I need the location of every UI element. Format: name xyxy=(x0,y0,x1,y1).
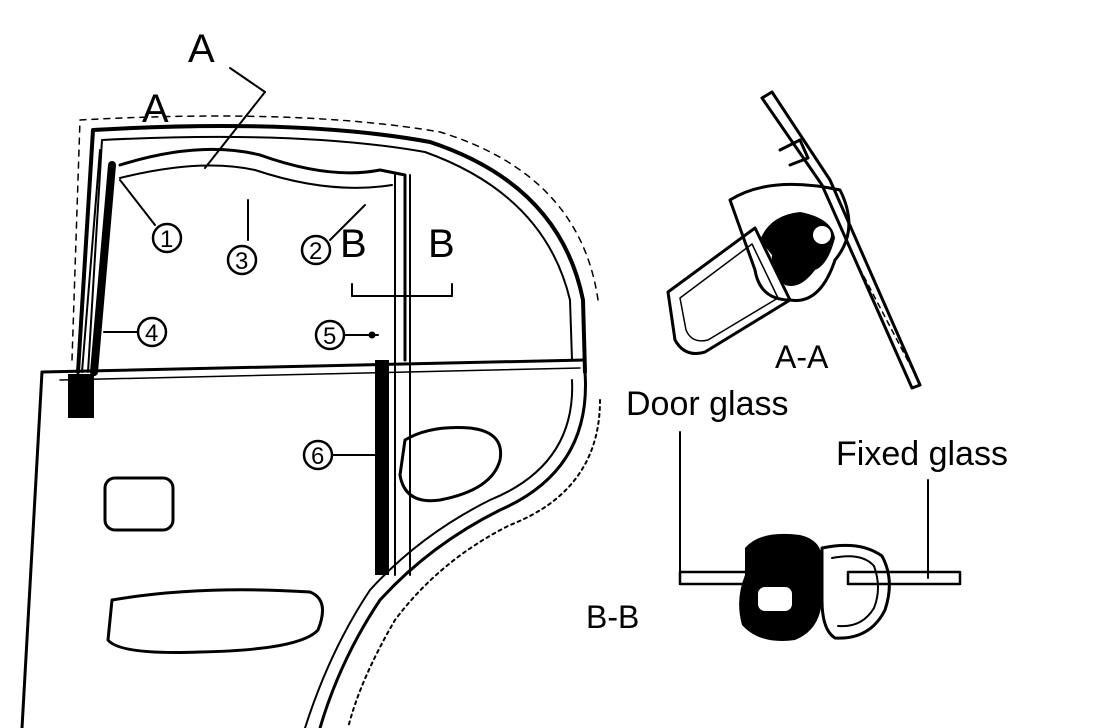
label-b-right: B xyxy=(428,222,455,266)
callout-3-number: 3 xyxy=(235,248,248,275)
callout-6: 6 xyxy=(302,439,376,471)
left-weatherstrip-edge xyxy=(81,149,101,373)
bb-door-glass-seal-hollow xyxy=(756,585,794,613)
belt-clip xyxy=(68,374,94,418)
door-lower-body xyxy=(20,370,44,728)
aa-glass-run-hollow xyxy=(811,224,833,246)
section-bb-view xyxy=(678,431,962,641)
wheel-arch xyxy=(347,399,601,728)
door-frame-inner-line xyxy=(87,135,573,373)
window-glass-outline xyxy=(118,147,407,362)
label-section-aa: A-A xyxy=(775,339,829,375)
label-section-bb: B-B xyxy=(586,599,639,635)
bb-fixed-glass-seal xyxy=(820,543,891,640)
aa-dashed-edge xyxy=(849,249,919,381)
body-dashed-outline xyxy=(71,115,599,361)
belt-line-inner xyxy=(59,367,581,381)
trim-opening-upper xyxy=(103,476,175,532)
callout-5-number: 5 xyxy=(323,323,336,350)
label-a-left: A xyxy=(142,87,169,131)
section-a-cut-marker xyxy=(204,67,266,169)
section-b-cut-marker xyxy=(351,283,453,297)
door-lower-rear-edge-inner xyxy=(304,379,574,728)
trim-opening-lower xyxy=(106,588,324,654)
label-fixed-glass: Fixed glass xyxy=(836,435,1008,473)
aa-glass-panel xyxy=(666,226,792,355)
door-lower-rear-edge xyxy=(318,370,587,728)
callout-5: 5 xyxy=(314,319,379,351)
callout-2: 2 xyxy=(300,204,366,266)
left-weatherstrip xyxy=(90,161,116,376)
rear-door xyxy=(20,115,601,728)
division-bar xyxy=(375,360,389,575)
aa-glass-run-fill xyxy=(760,212,835,286)
belt-line xyxy=(40,358,587,374)
section-aa-view xyxy=(666,90,922,390)
label-door-glass: Door glass xyxy=(626,385,789,423)
callout-2-number: 2 xyxy=(309,238,322,265)
callout-1: 1 xyxy=(119,179,183,254)
window-inner-seal xyxy=(119,164,393,189)
label-b-left: B xyxy=(340,222,367,266)
callout-3: 3 xyxy=(226,199,258,276)
aa-sheet-metal xyxy=(760,90,922,390)
door-outer-frame xyxy=(76,124,587,374)
aa-glass-run xyxy=(728,182,851,302)
callout-1-number: 1 xyxy=(160,226,173,253)
aa-flange-hook xyxy=(778,138,810,167)
aa-glass-panel-inner xyxy=(679,243,779,342)
callout-4: 4 xyxy=(103,316,168,348)
bb-fixed-glass xyxy=(846,570,962,586)
bb-fixed-glass-seal-inner xyxy=(831,555,879,628)
inner-handle-pocket xyxy=(398,426,503,503)
callout-4-number: 4 xyxy=(145,320,158,347)
callout-6-number: 6 xyxy=(311,443,324,470)
label-a-top: A xyxy=(188,27,215,71)
